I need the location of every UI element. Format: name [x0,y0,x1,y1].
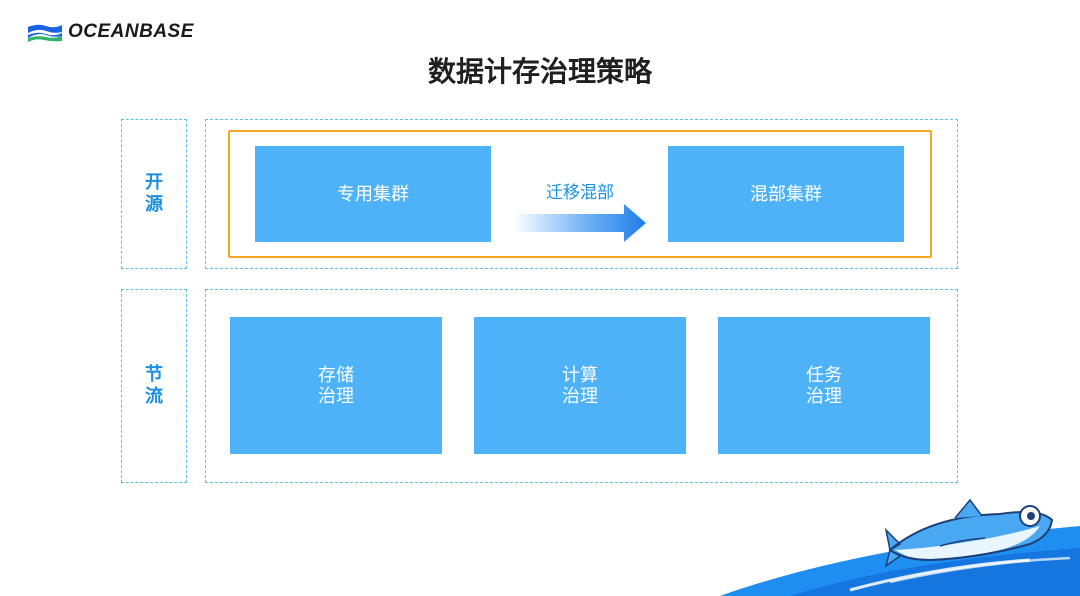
block-label-line: 计算 [562,364,598,386]
migration-arrow-label: 迁移混部 [546,183,614,203]
block-label-line: 治理 [318,385,354,407]
oceanbase-logo-icon [28,24,62,42]
row-label-char: 节 [145,364,163,385]
block-label-line: 治理 [806,385,842,407]
row-label-char: 开 [145,172,163,193]
brand-logo: OCEANBASE [26,20,194,44]
block-label: 混部集群 [750,183,822,205]
row-label-char: 流 [145,386,163,407]
row-label-open-source: 开 源 [121,119,187,269]
dedicated-cluster-block: 专用集群 [255,146,491,242]
block-label-line: 治理 [562,385,598,407]
block-label-line: 存储 [318,364,354,386]
fish-mascot-icon [720,498,1080,596]
compute-governance-block: 计算 治理 [474,317,686,454]
row-content-cost-saving [205,289,958,483]
row-label-cost-saving: 节 流 [121,289,187,483]
task-governance-block: 任务 治理 [718,317,930,454]
row-label-char: 源 [145,194,163,215]
brand-name: OCEANBASE [68,21,194,42]
page-title: 数据计存治理策略 [427,55,652,88]
row-content-open-source [205,119,958,269]
storage-governance-block: 存储 治理 [230,317,442,454]
mixed-cluster-block: 混部集群 [668,146,904,242]
migration-highlight-frame [228,130,932,258]
block-label-line: 任务 [806,364,842,386]
arrow-right-icon [514,204,646,242]
block-label: 专用集群 [337,183,409,205]
